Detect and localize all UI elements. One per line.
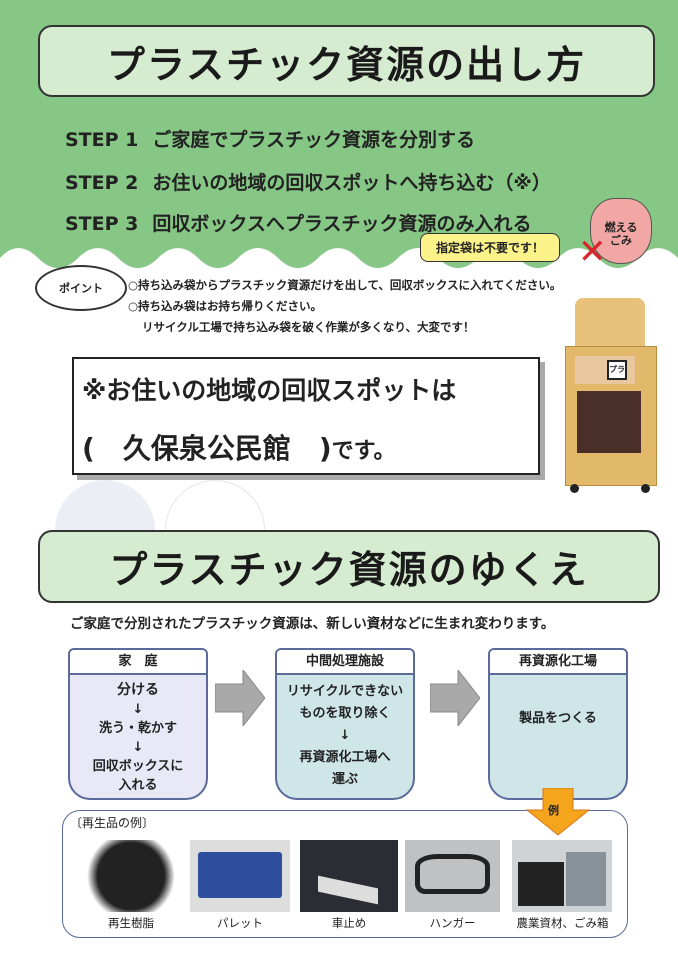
flow-header: 再資源化工場 (490, 650, 626, 675)
collection-spot-box: ※お住いの地域の回収スポットは ( 久保泉公民館 )です。 (72, 357, 540, 475)
spot-name: 久保泉公民館 (122, 432, 291, 465)
flow-line: 入れる (118, 778, 158, 793)
flow-box-recycling-plant: 再資源化工場 製品をつくる (488, 648, 628, 800)
flow-line: 再資源化工場へ (299, 750, 391, 765)
step-number: STEP 3 (65, 213, 139, 235)
point-cloud-label: ポイント (35, 265, 127, 311)
flow-line: 回収ボックスに (92, 759, 184, 774)
flow-arrow-icon (215, 670, 265, 726)
flow-box-household: 家 庭 分ける ↓ 洗う・乾かす ↓ 回収ボックスに 入れる (68, 648, 208, 800)
flow-line: リサイクルできない (286, 684, 404, 699)
bracket-open: ( (82, 432, 123, 465)
example-caption: パレット (217, 916, 263, 930)
no-designated-bag-callout: 指定袋は不要です！ (420, 233, 560, 262)
cross-mark-icon: ✕ (578, 232, 607, 272)
point-text: ○持ち込み袋からプラスチック資源だけを出して、回収ボックスに入れてください。 (128, 278, 562, 292)
flow-arrow-icon (430, 670, 480, 726)
section-title-destination: プラスチック資源のゆくえ (38, 530, 660, 603)
flow-line: 分ける (117, 682, 159, 698)
section-title-how-to-dispose: プラスチック資源の出し方 (38, 25, 655, 97)
collection-box-image: プラ (565, 298, 657, 494)
agricultural-materials-bin-photo (512, 840, 612, 912)
wheel-stopper-photo (300, 840, 398, 912)
example-arrow-label: 例 (548, 804, 559, 817)
step-text: お住いの地域の回収スポットへ持ち込む（※） (152, 172, 551, 194)
example-caption: 農業資材、ごみ箱 (516, 916, 609, 930)
step-3: STEP 3 回収ボックスへプラスチック資源のみ入れる (65, 209, 531, 236)
step-2: STEP 2 お住いの地域の回収スポットへ持ち込む（※） (65, 168, 551, 195)
flow-line: 製品をつくる (519, 711, 597, 726)
flow-line: ↓ (339, 728, 351, 743)
step-1: STEP 1 ご家庭でプラスチック資源を分別する (65, 125, 475, 152)
point-text: リサイクル工場で持ち込み袋を破く作業が多くなり、大変です！ (142, 320, 475, 334)
recycled-resin-photo (82, 840, 180, 912)
examples-label: 〔再生品の例〕 (70, 816, 155, 830)
flow-line: ものを取り除く (299, 706, 391, 721)
examples-box (62, 810, 628, 938)
flow-header: 中間処理施設 (277, 650, 413, 675)
example-caption: 再生樹脂 (108, 916, 154, 930)
spot-intro: ※お住いの地域の回収スポットは (82, 376, 457, 405)
point-text: ○持ち込み袋はお持ち帰りください。 (128, 299, 323, 313)
example-caption: ハンガー (429, 916, 476, 930)
flow-line: ↓ (132, 702, 144, 717)
hanger-photo (405, 840, 500, 912)
pallet-photo (198, 852, 282, 898)
bracket-close: ) (290, 432, 332, 465)
flow-line: 洗う・乾かす (98, 721, 177, 736)
step-number: STEP 1 (65, 129, 139, 151)
spot-location: ( 久保泉公民館 )です。 (82, 427, 395, 467)
flow-line: 運ぶ (331, 772, 358, 787)
flow-box-intermediate-facility: 中間処理施設 リサイクルできない ものを取り除く ↓ 再資源化工場へ 運ぶ (275, 648, 415, 800)
section-subtitle: ご家庭で分別されたプラスチック資源は、新しい資材などに生まれ変わります。 (70, 616, 555, 632)
example-caption: 車止め (331, 916, 367, 930)
example-down-arrow-icon (525, 788, 591, 836)
step-text: 回収ボックスへプラスチック資源のみ入れる (152, 213, 532, 235)
step-number: STEP 2 (65, 172, 139, 194)
spot-suffix: です。 (331, 439, 396, 464)
step-text: ご家庭でプラスチック資源を分別する (152, 129, 476, 151)
flow-line: ↓ (132, 740, 144, 755)
plastic-mark-icon: プラ (607, 360, 627, 380)
burnable-garbage-bag-icon: 燃える ごみ (590, 198, 652, 264)
flow-header: 家 庭 (70, 650, 206, 675)
